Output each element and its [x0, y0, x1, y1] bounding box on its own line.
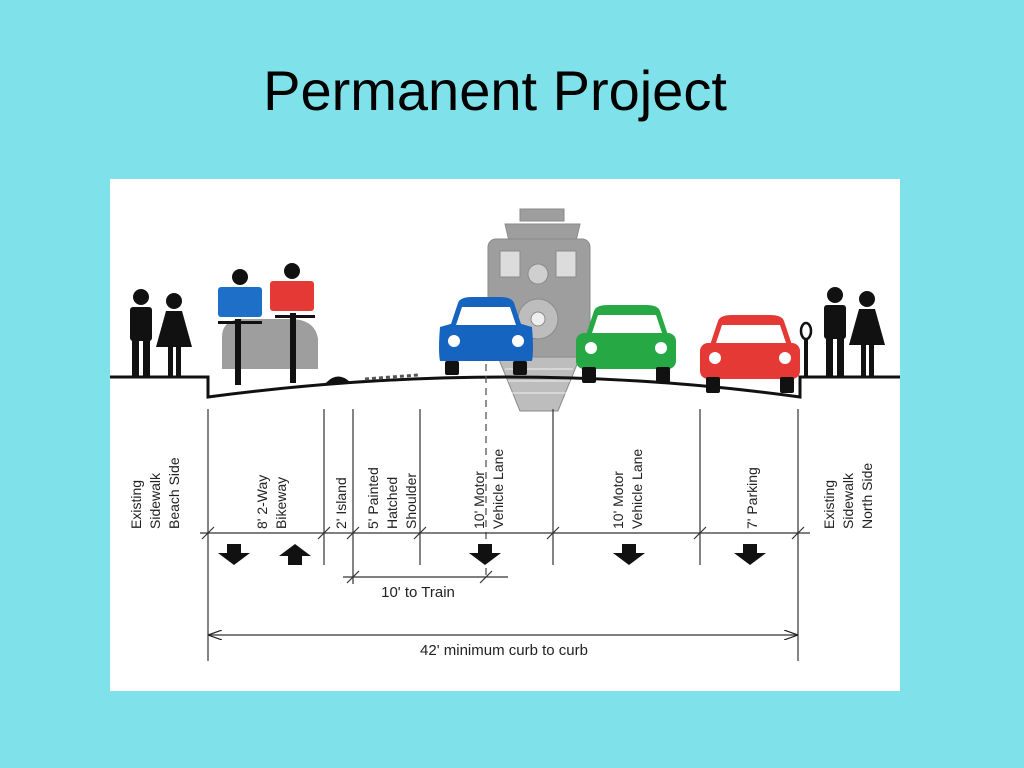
red-car-icon	[700, 315, 800, 393]
column-label-beach-sidewalk: Existing Sidewalk Beach Side	[128, 457, 182, 529]
to-train-label: 10' to Train	[381, 584, 455, 601]
bikeway-traffic-icon	[218, 263, 419, 385]
cross-section-svg: 10' to Train 42' minimum curb to curb Ex…	[110, 208, 900, 661]
green-car-icon	[576, 305, 676, 383]
pedestrians-right-icon	[824, 287, 885, 376]
to-train-dimension	[343, 570, 508, 584]
column-label-bikeway: 8' 2-Way Bikeway	[254, 471, 289, 529]
direction-arrows	[218, 544, 766, 565]
arrow-down-icon	[469, 544, 501, 565]
parking-meter-icon	[799, 321, 813, 377]
arrow-down-icon	[218, 544, 250, 565]
blue-car-icon	[439, 297, 533, 375]
arrow-down-icon	[613, 544, 645, 565]
column-label-motor-lane-1: 10' Motor Vehicle Lane	[471, 449, 506, 529]
column-label-shoulder: 5' Painted Hatched Shoulder	[365, 463, 419, 529]
column-label-parking: 7' Parking	[744, 467, 760, 529]
width-dimension-line	[200, 526, 810, 540]
column-label-island: 2' Island	[333, 477, 349, 529]
column-label-north-sidewalk: Existing Sidewalk North Side	[821, 463, 875, 529]
curb-to-curb-label: 42' minimum curb to curb	[420, 642, 588, 659]
pedestrians-left-icon	[130, 289, 192, 376]
street-cross-section-diagram: 10' to Train 42' minimum curb to curb Ex…	[110, 179, 900, 691]
ground-line	[110, 375, 900, 399]
slide-title: Permanent Project	[263, 59, 727, 122]
column-labels: Existing Sidewalk Beach Side 8' 2-Way Bi…	[128, 449, 875, 529]
arrow-up-icon	[279, 544, 311, 565]
arrow-down-icon	[734, 544, 766, 565]
column-label-motor-lane-2: 10' Motor Vehicle Lane	[610, 449, 645, 529]
lane-separators	[207, 409, 799, 661]
